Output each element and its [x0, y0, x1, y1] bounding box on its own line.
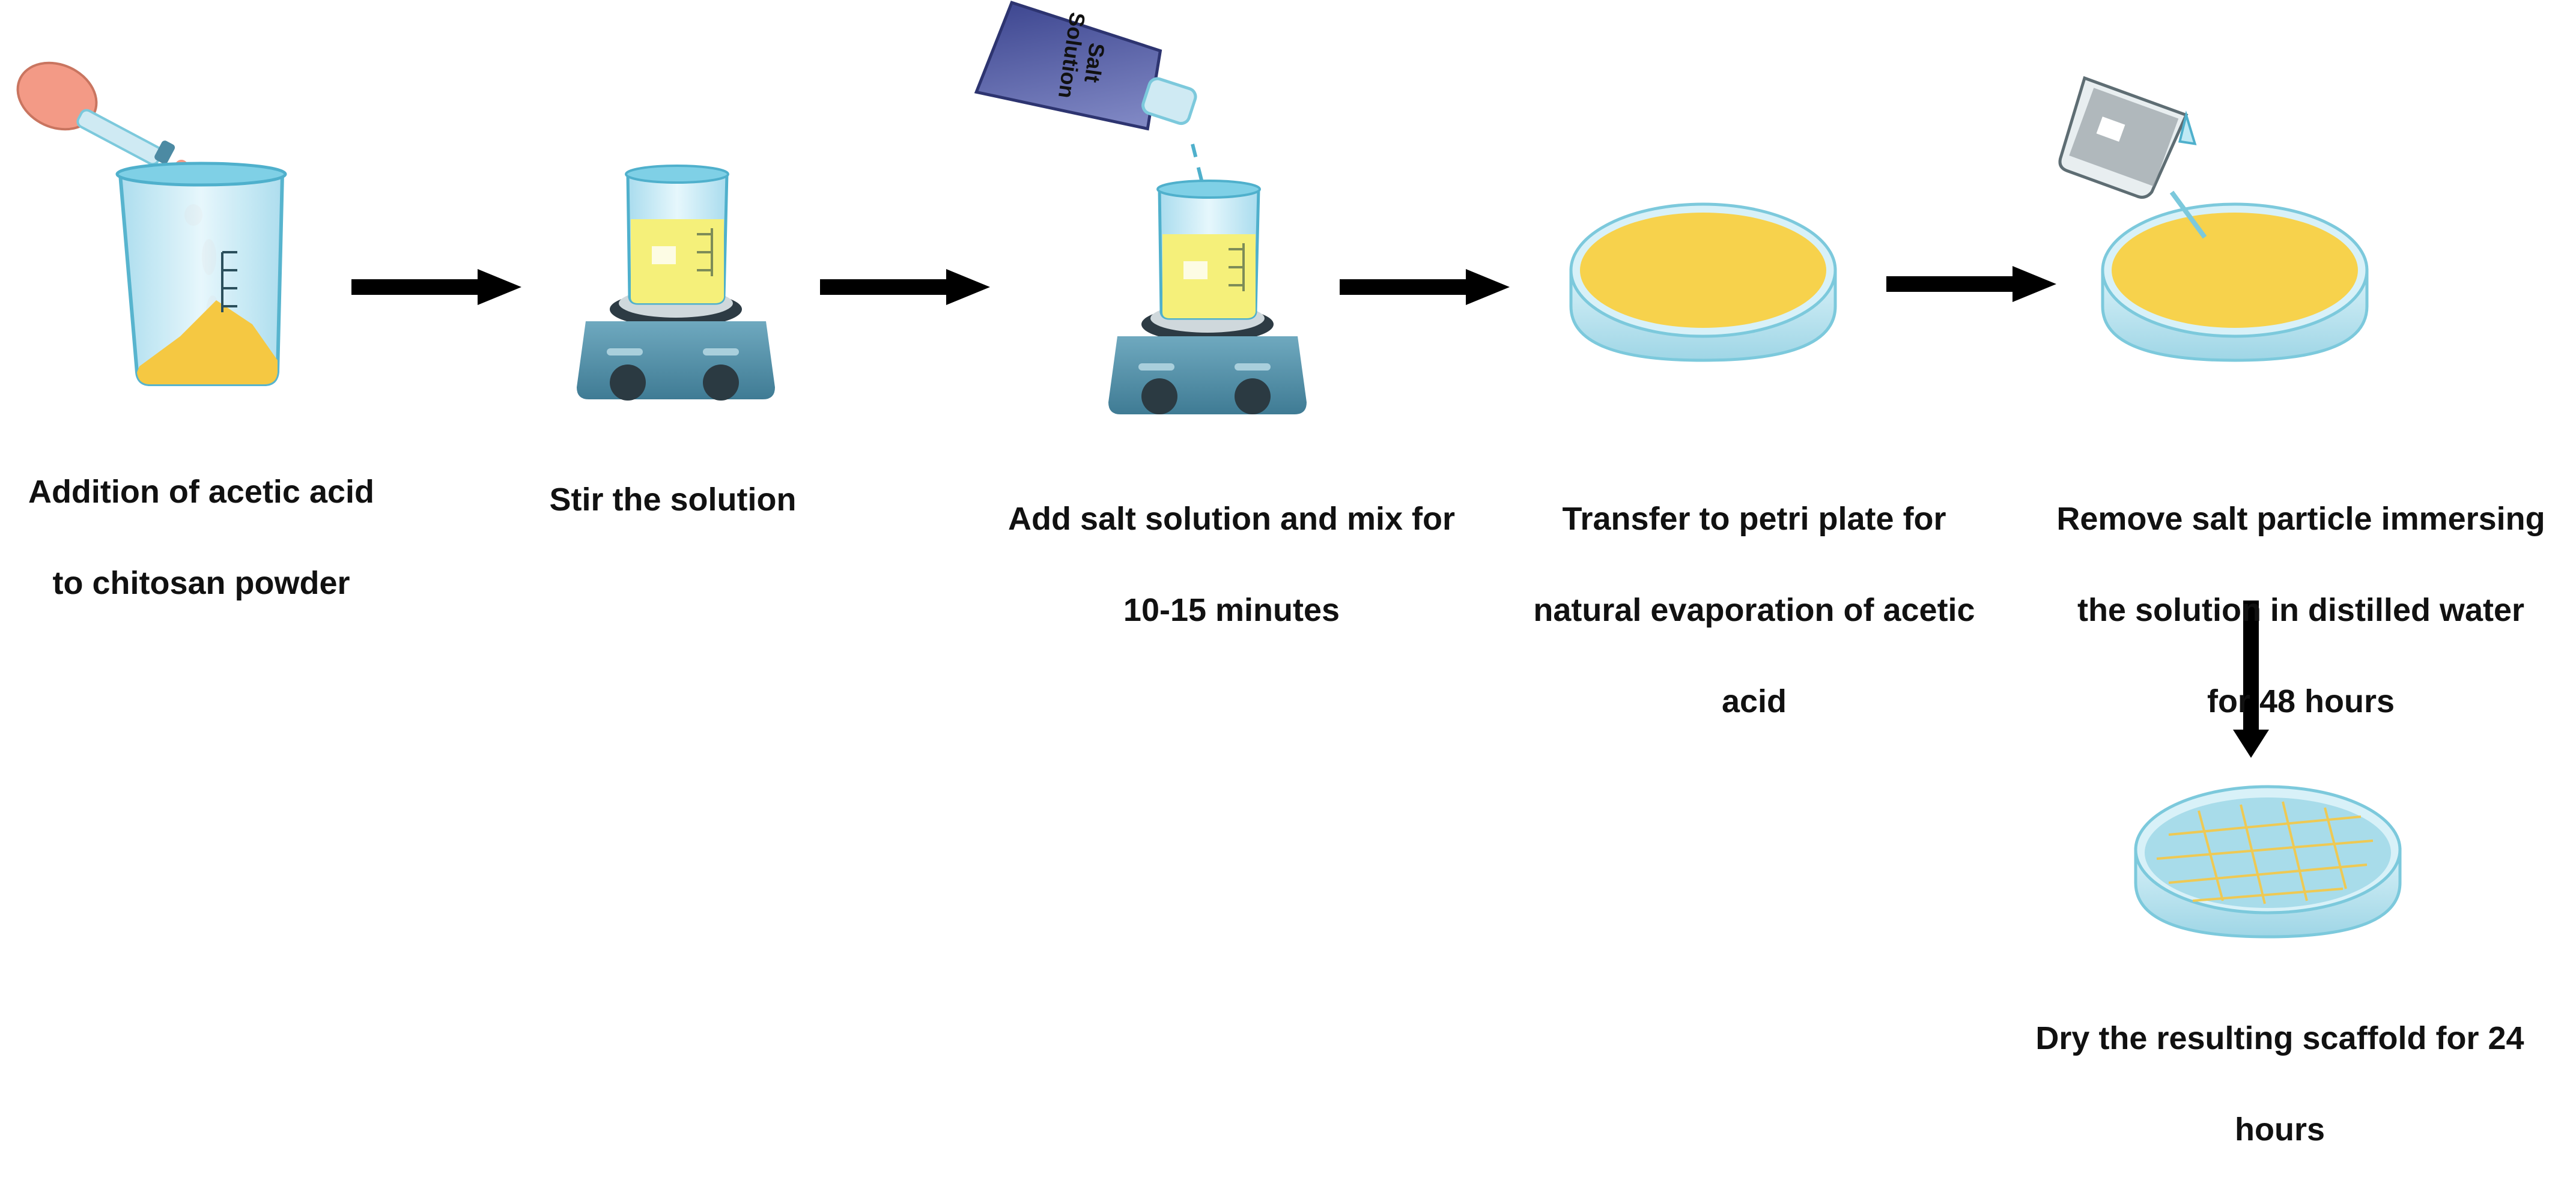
step3-label: Add salt solution and mix for 10-15 minu… — [1007, 501, 1456, 628]
step3-illustration: Salt Solution — [974, 1, 1307, 414]
petri-dish-icon — [2101, 202, 2369, 362]
workflow-diagram: Salt Solution — [16, 1, 2402, 939]
step5-label: Remove salt particle immersing the solut… — [2056, 501, 2545, 719]
pouring-beaker-icon — [2058, 76, 2197, 199]
petri-dish-icon — [1569, 202, 1837, 362]
step2-label: Stir the solution — [549, 482, 797, 518]
arrow-step2-to-3 — [820, 269, 990, 305]
arrow-step4-to-5 — [1886, 266, 2056, 302]
step1-illustration — [16, 61, 287, 386]
beaker-icon — [625, 165, 729, 305]
salt-solution-flask-icon: Salt Solution — [974, 1, 1197, 131]
step5-illustration — [2058, 76, 2369, 362]
beaker-icon — [1156, 180, 1261, 320]
pour-stream — [2169, 190, 2207, 239]
step2-illustration — [577, 165, 775, 401]
salt-label-line1: Salt — [1080, 41, 1110, 84]
step4-illustration — [1569, 202, 1837, 362]
step4-label: Transfer to petri plate for natural evap… — [1533, 501, 1975, 719]
magnetic-stirrer-icon — [1108, 304, 1307, 414]
arrow-step5-to-6 — [2233, 601, 2269, 758]
step6-illustration — [2134, 785, 2402, 939]
step6-label: Dry the resulting scaffold for 24 hours — [2035, 1020, 2524, 1148]
pink-flask-icon — [16, 61, 175, 166]
step1-label: Addition of acetic acid to chitosan powd… — [28, 474, 375, 601]
scaffold-petri-dish-icon — [2134, 785, 2402, 939]
magnetic-stirrer-icon — [577, 289, 775, 401]
beaker-icon — [115, 162, 287, 386]
arrow-step3-to-4 — [1340, 269, 1510, 305]
arrow-step1-to-2 — [351, 269, 521, 305]
